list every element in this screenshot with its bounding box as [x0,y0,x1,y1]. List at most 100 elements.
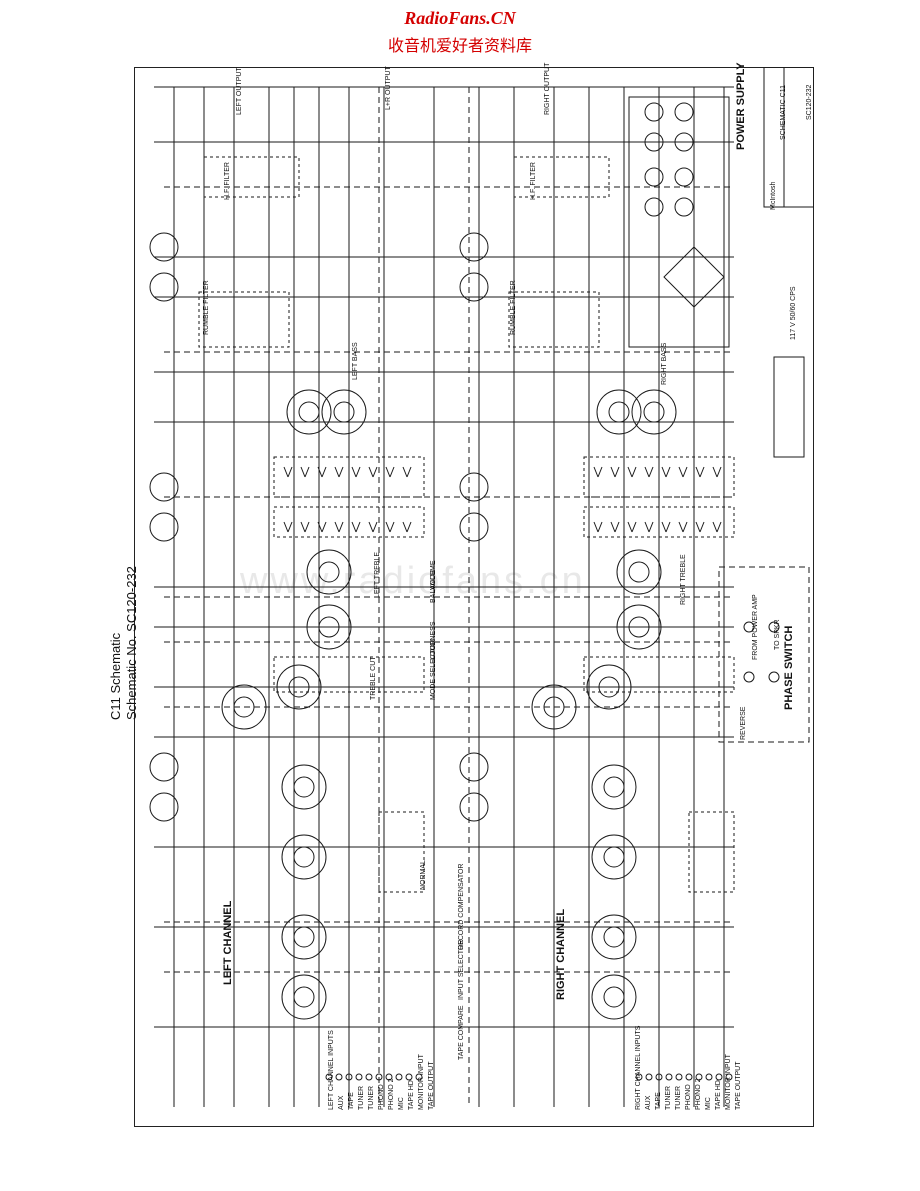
input-jack-label: TUNER [665,1085,672,1110]
resistor [627,521,633,533]
input-jack-label: AUX [645,1095,652,1110]
terminal [768,671,780,683]
resistor [610,521,616,533]
rectifier-tube [644,132,664,152]
input-jack-label: TUNER [368,1085,375,1110]
resistor [631,521,637,533]
resistor [351,521,357,533]
rotary-switch [586,664,632,710]
resistor [283,521,289,533]
input-jack [705,1073,713,1081]
resistor [317,521,323,533]
resistor [368,521,374,533]
input-jack-label: RIGHT CHANNEL INPUTS [635,1025,642,1110]
input-selector-label: INPUT SELECTOR [458,939,465,1000]
title-block-schematic: SCHEMATIC C11 [780,85,787,140]
resistor [597,521,603,533]
components [149,67,814,1081]
title-line-1: C11 Schematic [108,632,123,720]
resistor [614,466,620,478]
treble-cut-label: TREBLE CUT [370,656,377,700]
from-power-amp-label: FROM POWER AMP [752,594,759,660]
vacuum-tube [149,272,179,302]
input-jack [325,1073,333,1081]
rumble-filter-right-label: RUMBLE FILTER [510,280,517,335]
resistor [699,521,705,533]
reverse-label: REVERSE [740,706,747,740]
resistor [300,466,306,478]
rotary-switch-hub [333,401,355,423]
vacuum-tube [459,472,489,502]
right-channel-label: RIGHT CHANNEL [555,908,567,1000]
resistor [593,466,599,478]
resistor [321,466,327,478]
input-jack [335,1073,343,1081]
vacuum-tube [149,512,179,542]
rotary-switch-hub [293,846,315,868]
left-treble-label: LEFT TREBLE [374,551,381,598]
resistor [389,466,395,478]
input-jack-label: TUNER [358,1085,365,1110]
rotary-switch-hub [608,401,630,423]
resistor [287,521,293,533]
resistor [406,466,412,478]
to-speaker-label: TO SPKR [774,619,781,650]
resistor [338,466,344,478]
rotary-switch [596,389,642,435]
left-channel-label: LEFT CHANNEL [222,900,234,985]
input-jack [645,1073,653,1081]
vacuum-tube [459,232,489,262]
rotary-switch [321,389,367,435]
resistor [661,466,667,478]
input-jack-label: TAPE HD [408,1080,415,1110]
input-jack-label: PHONO [378,1084,385,1110]
mains-label: 117 V 50/60 CPS [790,286,797,340]
phase-switch-box [718,566,810,743]
rectifier-tube [674,132,694,152]
title-block-company: McIntosh [770,181,777,210]
hf-filter-box [513,156,610,198]
resistor [321,521,327,533]
terminal [743,671,755,683]
input-jack [665,1073,673,1081]
rotary-switch [616,549,662,595]
treble-network-box [273,506,425,538]
rectifier-tube [674,102,694,122]
input-jack-label: PHONO 2 [695,1078,702,1110]
resistor [287,466,293,478]
rotary-switch [306,604,352,650]
dashed-linkages [164,87,810,1107]
left-output-label: LEFT OUTPUT [236,67,243,115]
vacuum-tube [149,472,179,502]
rectifier-tube [644,197,664,217]
rectifier-tube [644,167,664,187]
rotary-switch-hub [318,561,340,583]
document-title: C11 Schematic Schematic No. SC120-232 [108,566,140,720]
input-jack [385,1073,393,1081]
rotary-switch-hub [298,401,320,423]
normal-switch-left: NORMAL [420,860,427,890]
resistor [695,466,701,478]
input-jack-label: MIC [398,1097,405,1110]
treble-cut-box [583,656,735,693]
phase-switch-label: PHASE SWITCH [783,625,795,710]
rotary-switch [616,604,662,650]
resistor [372,466,378,478]
resistor [402,521,408,533]
input-jack-label: MONITOR INPUT [725,1054,732,1110]
rotary-switch-hub [293,776,315,798]
resistor [597,466,603,478]
resistor [402,466,408,478]
record-compensator-label: RECORD COMPENSATOR [458,863,465,950]
vacuum-tube [149,752,179,782]
input-jack-label: TAPE [348,1092,355,1110]
resistor [610,466,616,478]
title-block-drawing-no: SC120-232 [806,84,813,120]
faint-watermark: www.radiofans.cn [240,560,586,602]
power-supply-area [628,96,730,348]
resistor [699,466,705,478]
rotary-switch-hub [288,676,310,698]
input-jack-label: AUX [338,1095,345,1110]
rumble-filter-box [508,291,600,348]
resistor [661,521,667,533]
